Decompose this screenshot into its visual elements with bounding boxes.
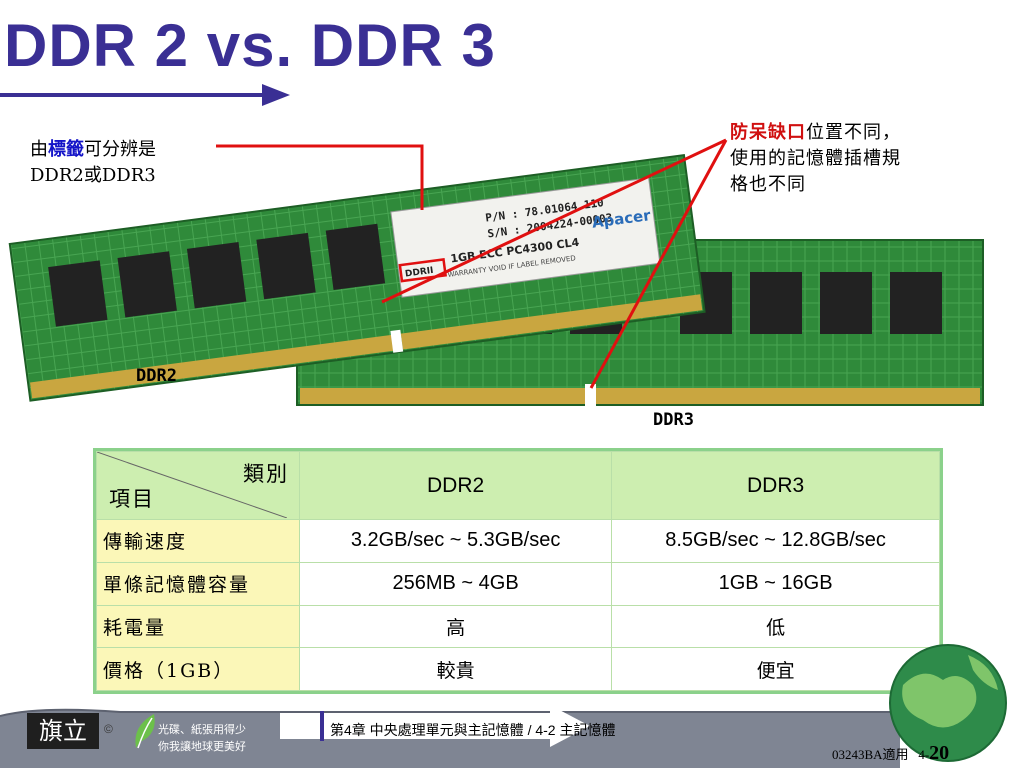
note-notch-position: 防呆缺口位置不同， 使用的記憶體插槽規 格也不同 <box>730 120 980 198</box>
note-left-prefix: 由 <box>30 139 48 160</box>
row-label: 傳輸速度 <box>96 519 300 563</box>
leaf-icon <box>135 714 155 749</box>
ram-modules-illustration: P/N : 78.01064.110 S/N : 2004224-00003 1… <box>8 138 984 406</box>
slide-title: DDR 2 vs. DDR 3 <box>4 12 496 79</box>
row-label: 價格（1GB） <box>96 647 300 691</box>
cell-ddr2: 3.2GB/sec ~ 5.3GB/sec <box>298 519 613 563</box>
table-row: 單條記憶體容量 256MB ~ 4GB 1GB ~ 16GB <box>96 561 940 606</box>
ddr2-image-label: DDR2 <box>136 366 177 386</box>
ddr2-label-highlight <box>398 258 447 283</box>
column-header-ddr3: DDR3 <box>611 450 940 521</box>
note-left-suffix: 可分辨是 <box>84 139 156 160</box>
cell-ddr2: 較貴 <box>298 647 613 691</box>
table-row: 價格（1GB） 較貴 便宜 <box>96 647 940 691</box>
table-header-row: 類別 項目 DDR2 DDR3 <box>96 450 940 521</box>
corner-diagonal <box>97 452 287 518</box>
chapter-title: 第4章 中央處理單元與主記憶體 / 4-2 主記憶體 <box>330 722 616 738</box>
row-label: 耗電量 <box>96 604 300 649</box>
note-left-line2: DDR2或DDR3 <box>30 165 156 186</box>
eco-slogan-line1: 光碟、紙張用得少 <box>158 724 246 736</box>
chapter-arrow-icon <box>280 705 590 747</box>
note-label-identification: 由標籤可分辨是 DDR2或DDR3 <box>30 137 230 189</box>
table-row: 傳輸速度 3.2GB/sec ~ 5.3GB/sec 8.5GB/sec ~ 1… <box>96 519 940 563</box>
cell-ddr3: 1GB ~ 16GB <box>611 561 940 606</box>
eco-slogan: 光碟、紙張用得少 你我讓地球更美好 <box>158 722 246 756</box>
cell-ddr3: 8.5GB/sec ~ 12.8GB/sec <box>611 519 940 563</box>
page-prefix: 4- <box>918 747 930 762</box>
page-number: 03243BA適用 4-20 <box>832 742 949 765</box>
corner-category-label: 類別 <box>243 462 289 486</box>
page-value: 20 <box>929 742 950 764</box>
title-arrow-icon <box>0 84 290 106</box>
copyright-icon: © <box>104 722 113 736</box>
cell-ddr3: 便宜 <box>611 647 940 691</box>
ddr2-sticker-tag: DDRII <box>405 266 435 280</box>
note-right-highlight: 防呆缺口 <box>730 122 806 143</box>
cell-ddr3: 低 <box>611 604 940 649</box>
globe-icon <box>889 644 1007 762</box>
row-label: 單條記憶體容量 <box>96 561 300 606</box>
note-right-line2: 使用的記憶體插槽規 <box>730 148 901 169</box>
course-code: 03243BA適用 <box>832 747 909 762</box>
cell-ddr2: 256MB ~ 4GB <box>298 561 613 606</box>
publisher-logo: 旗立 <box>27 713 99 749</box>
note-right-line3: 格也不同 <box>730 174 806 195</box>
eco-slogan-line2: 你我讓地球更美好 <box>158 741 246 753</box>
note-right-line1: 位置不同， <box>806 122 901 143</box>
table-row: 耗電量 高 低 <box>96 604 940 649</box>
callout-lines <box>216 138 728 389</box>
ddr3-image-label: DDR3 <box>653 410 694 430</box>
corner-item-label: 項目 <box>109 487 155 512</box>
table-corner-cell: 類別 項目 <box>96 450 300 521</box>
note-left-highlight: 標籤 <box>48 139 84 160</box>
cell-ddr2: 高 <box>298 604 613 649</box>
column-header-ddr2: DDR2 <box>298 450 613 521</box>
comparison-table: 類別 項目 DDR2 DDR3 傳輸速度 3.2GB/sec ~ 5.3GB/s… <box>93 448 943 694</box>
